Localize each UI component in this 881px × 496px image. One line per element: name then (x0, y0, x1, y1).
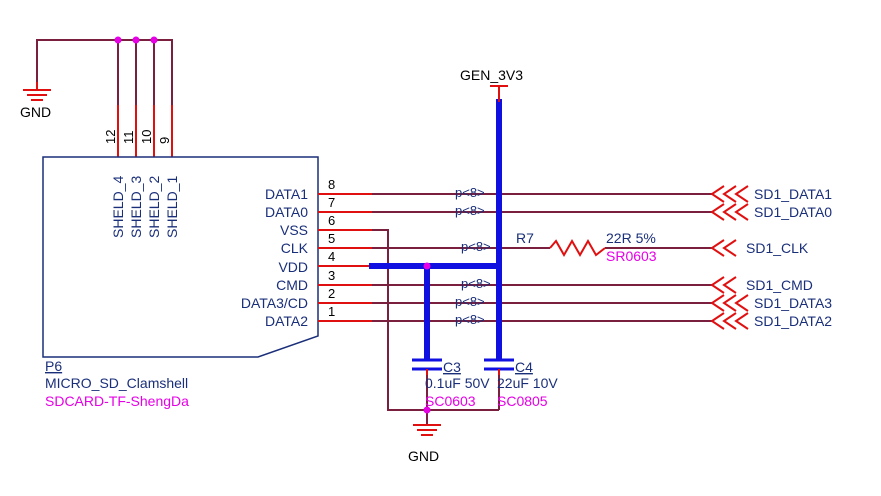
r7-designator: R7 (516, 230, 534, 246)
port-sd1-data1[interactable]: SD1_DATA1 (754, 186, 832, 202)
c3-designator: C3 (443, 359, 461, 375)
power-bus (369, 99, 502, 360)
net-marker: p<8> (461, 239, 491, 254)
net-marker: p<8> (461, 276, 491, 291)
pin-name-clk: CLK (281, 240, 309, 256)
pin-lines (318, 193, 372, 322)
pin-name-vss: VSS (280, 222, 308, 238)
pin-number: 5 (328, 231, 335, 246)
capacitor-c3[interactable] (412, 358, 442, 375)
pin-name-vdd: VDD (278, 259, 308, 275)
c3-footprint: SC0603 (425, 393, 476, 409)
pin-number: 3 (328, 268, 335, 283)
pin-name-data1: DATA1 (265, 186, 308, 202)
pin-number: 4 (328, 249, 335, 264)
shield-pin-numbers: 12 11 10 9 (103, 130, 172, 144)
port-symbols (710, 185, 749, 330)
pin-number: 6 (328, 213, 335, 228)
shield-top-wire (36, 39, 173, 105)
pin-name-data3-cd: DATA3/CD (241, 295, 308, 311)
sd-connector-body[interactable] (42, 156, 319, 358)
pin-number: 2 (328, 286, 335, 301)
net-marker: p<8> (455, 185, 485, 200)
net-marker: p<8> (455, 312, 485, 327)
net-marker: p<8> (455, 294, 485, 309)
junction-dot (132, 36, 140, 44)
component-designator: P6 (45, 358, 62, 374)
port-sd1-clk[interactable]: SD1_CLK (746, 240, 809, 256)
component-comment: MICRO_SD_Clamshell (45, 375, 188, 391)
port-sd1-cmd[interactable]: SD1_CMD (746, 277, 813, 293)
c4-value: 22uF 10V (497, 375, 558, 391)
pin-name-cmd: CMD (276, 277, 308, 293)
junction-dot (114, 36, 122, 44)
port-sd1-data0[interactable]: SD1_DATA0 (754, 204, 832, 220)
power-label: GEN_3V3 (460, 67, 523, 83)
component-footprint: SDCARD-TF-ShengDa (45, 393, 189, 409)
wire-vss-ground (372, 229, 499, 411)
shield-pin-number: 9 (157, 137, 172, 144)
shield-pin-number: 11 (121, 131, 136, 145)
r7-value: 22R 5% (606, 230, 656, 246)
r7-footprint: SR0603 (606, 248, 657, 264)
ground-label-top: GND (20, 104, 51, 120)
shield-pin-number: 10 (139, 130, 154, 144)
capacitor-c4[interactable] (484, 358, 514, 375)
shield-pin-name: SHELD_4 (110, 176, 126, 238)
junction-dot (150, 36, 158, 44)
pin-names: DATA1 DATA0 VSS CLK VDD CMD DATA3/CD DAT… (241, 186, 309, 329)
pin-name-data0: DATA0 (265, 204, 308, 220)
power-symbol-gen3v3 (490, 85, 508, 102)
port-sd1-data3[interactable]: SD1_DATA3 (754, 295, 832, 311)
pin-number: 1 (328, 304, 335, 319)
c4-designator: C4 (515, 359, 533, 375)
shield-pin-name: SHELD_2 (146, 176, 162, 238)
shield-pin-name: SHELD_3 (128, 176, 144, 238)
ground-symbol-bottom (413, 406, 441, 436)
junction-dot (423, 406, 431, 414)
shield-pin-name: SHELD_1 (164, 176, 180, 238)
pin-number: 7 (328, 195, 335, 210)
ground-label-bottom: GND (408, 448, 439, 464)
net-markers: p<8> p<8> p<8> p<8> p<8> p<8> (455, 185, 491, 327)
shield-ground-network: GND (20, 36, 173, 157)
pin-number: 8 (328, 177, 335, 192)
c3-value: 0.1uF 50V (425, 375, 490, 391)
net-marker: p<8> (455, 203, 485, 218)
shield-pin-number: 12 (103, 130, 118, 144)
pin-name-data2: DATA2 (265, 313, 308, 329)
shield-pin-names: SHELD_4 SHELD_3 SHELD_2 SHELD_1 (110, 176, 180, 238)
c4-footprint: SC0805 (497, 393, 548, 409)
port-labels: SD1_DATA1 SD1_DATA0 SD1_CLK SD1_CMD SD1_… (746, 186, 832, 329)
ground-symbol-top (23, 82, 51, 101)
resistor-r7[interactable] (549, 238, 606, 258)
junction-dot (423, 262, 431, 270)
pin-numbers: 8 7 6 5 4 3 2 1 (328, 177, 335, 319)
port-sd1-data2[interactable]: SD1_DATA2 (754, 313, 832, 329)
